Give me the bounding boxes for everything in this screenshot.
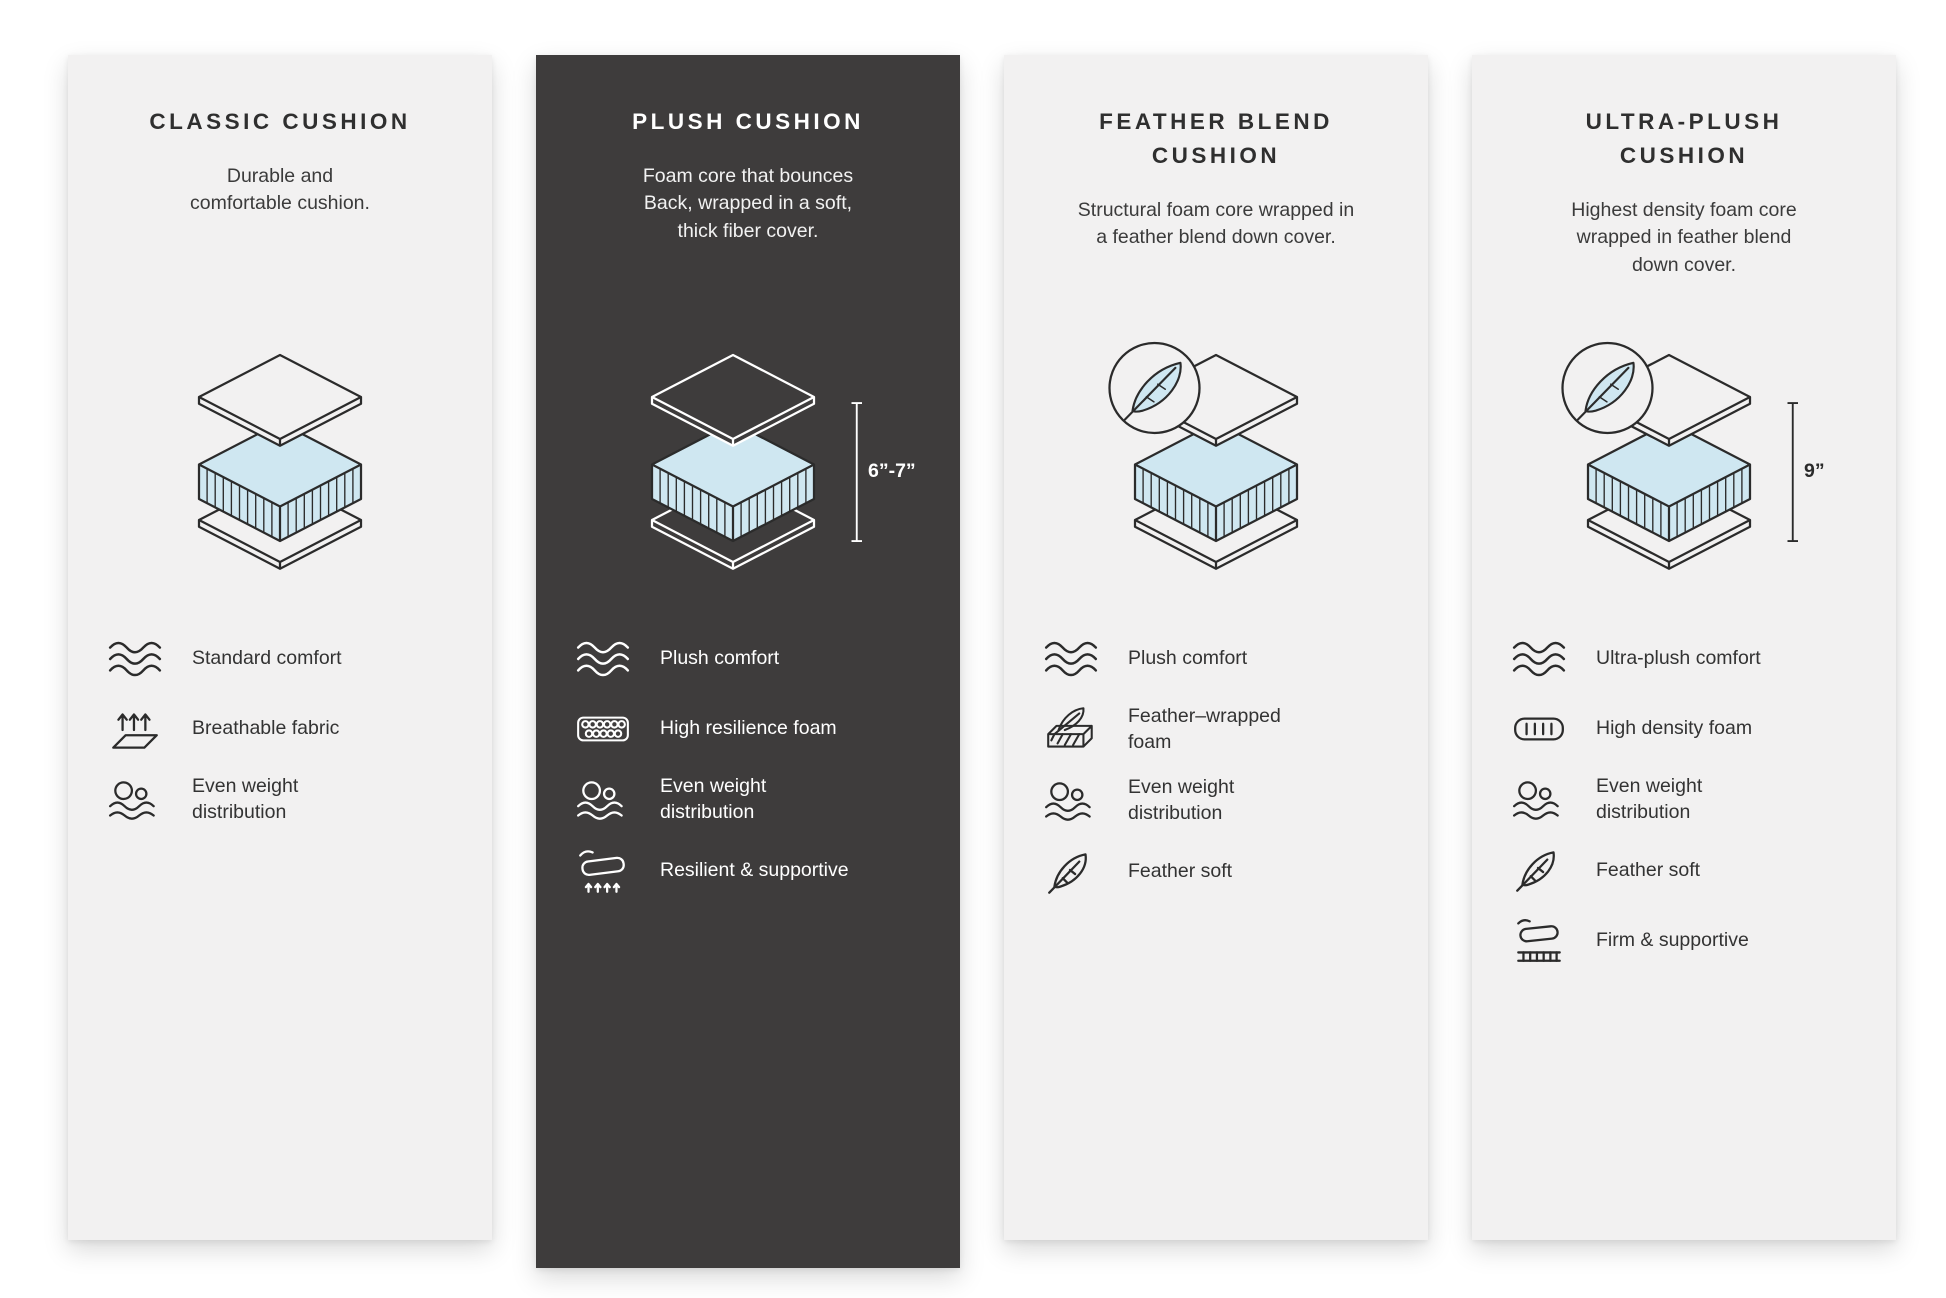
weight-icon [1510, 775, 1568, 825]
height-measurement: 6”-7” [851, 402, 916, 542]
card-classic-cushion: CLASSIC CUSHION Durable and comfortable … [68, 55, 492, 1240]
feature-row: Feather soft [1510, 845, 1872, 895]
card-description: Highest density foam core wrapped in fea… [1571, 198, 1797, 276]
card-header: CLASSIC CUSHION Durable and comfortable … [149, 105, 410, 310]
feature-label: Even weight distribution [1596, 775, 1703, 823]
feature-list: Plush comfort High resilience foam Even … [560, 634, 936, 895]
feature-row: High resilience foam [574, 704, 936, 754]
feature-label: Resilient & supportive [660, 858, 849, 881]
card-title: ULTRA-PLUSH CUSHION [1585, 109, 1783, 168]
card-description: Foam core that bounces Back, wrapped in … [642, 164, 854, 243]
feature-row: Even weight distribution [1510, 774, 1872, 825]
card-description: Durable and comfortable cushion. [190, 164, 370, 215]
feather-badge-icon [1561, 341, 1654, 435]
card-header: ULTRA-PLUSH CUSHION Highest density foam… [1571, 105, 1796, 310]
height-measurement: 9” [1787, 402, 1825, 542]
feature-label: Even weight distribution [192, 775, 299, 823]
cushion-layers-icon: 9” [1561, 341, 1825, 570]
feature-row: Even weight distribution [1042, 775, 1404, 826]
breathable-icon [106, 704, 164, 754]
feature-label: High density foam [1596, 717, 1753, 740]
card-feather-blend-cushion: FEATHER BLEND CUSHION Structural foam co… [1004, 55, 1428, 1240]
card-title: FEATHER BLEND CUSHION [1099, 109, 1333, 168]
cushion-layers-icon: 6”-7” [650, 353, 916, 570]
card-header: FEATHER BLEND CUSHION Structural foam co… [1078, 105, 1354, 310]
feature-label: Standard comfort [192, 647, 342, 670]
feature-label: Feather soft [1596, 858, 1701, 881]
feature-label: Firm & supportive [1596, 928, 1749, 951]
feature-label: Plush comfort [1128, 647, 1248, 670]
feature-label: Ultra-plush comfort [1596, 647, 1761, 670]
feature-list: Ultra-plush comfort High density foam Ev… [1496, 634, 1872, 965]
feature-label: Plush comfort [660, 647, 780, 670]
feature-row: Plush comfort [1042, 634, 1404, 684]
feature-row: Feather soft [1042, 847, 1404, 897]
card-header: PLUSH CUSHION Foam core that bounces Bac… [632, 105, 864, 310]
supportive-icon [574, 845, 632, 895]
feature-label: Even weight distribution [1128, 776, 1235, 825]
feather-foam-icon [1042, 705, 1100, 755]
wave-icon [1510, 634, 1568, 684]
feature-list: Plush comfort Feather–wrapped foam Even … [1028, 634, 1404, 897]
card-ultra-plush-cushion: ULTRA-PLUSH CUSHION Highest density foam… [1472, 55, 1896, 1240]
foam-cells-icon [574, 704, 632, 754]
feature-row: Ultra-plush comfort [1510, 634, 1872, 684]
feather-icon [1042, 847, 1100, 897]
measurement-label: 9” [1804, 460, 1825, 482]
feature-row: Feather–wrapped foam [1042, 704, 1404, 755]
feature-label: Even weight distribution [660, 775, 767, 823]
feature-row: Even weight distribution [574, 774, 936, 825]
wave-icon [574, 634, 632, 684]
feature-row: Standard comfort [106, 634, 468, 684]
feature-label: High resilience foam [660, 717, 837, 740]
feature-label: Breathable fabric [192, 717, 340, 740]
feature-row: Resilient & supportive [574, 845, 936, 895]
card-plush-cushion: PLUSH CUSHION Foam core that bounces Bac… [536, 55, 960, 1268]
cushion-illustration [92, 310, 468, 610]
measurement-label: 6”-7” [868, 460, 916, 482]
card-description: Structural foam core wrapped in a feathe… [1077, 198, 1355, 249]
feature-row: Plush comfort [574, 634, 936, 684]
cushion-illustration: 6”-7” [560, 310, 936, 610]
card-title: PLUSH CUSHION [632, 109, 864, 134]
cushion-illustration: 9” [1496, 310, 1872, 610]
card-title: CLASSIC CUSHION [149, 109, 411, 134]
wave-icon [106, 634, 164, 684]
firm-icon [1510, 915, 1568, 965]
weight-icon [1042, 776, 1100, 826]
wave-icon [1042, 634, 1100, 684]
feature-row: High density foam [1510, 704, 1872, 754]
density-foam-icon [1510, 704, 1568, 754]
cushion-layers-icon [1108, 341, 1299, 570]
feature-label: Feather soft [1128, 860, 1233, 883]
cushion-layers-icon [197, 353, 363, 570]
feather-badge-icon [1108, 341, 1201, 435]
feature-row: Even weight distribution [106, 774, 468, 825]
feature-row: Firm & supportive [1510, 915, 1872, 965]
cushion-illustration [1028, 310, 1404, 610]
weight-icon [574, 775, 632, 825]
cushion-comparison-infographic: CLASSIC CUSHION Durable and comfortable … [68, 55, 1896, 1268]
feature-list: Standard comfort Breathable fabric Even … [92, 634, 468, 825]
weight-icon [106, 775, 164, 825]
feather-icon [1510, 845, 1568, 895]
feature-label: Feather–wrapped foam [1128, 705, 1281, 753]
feature-row: Breathable fabric [106, 704, 468, 754]
